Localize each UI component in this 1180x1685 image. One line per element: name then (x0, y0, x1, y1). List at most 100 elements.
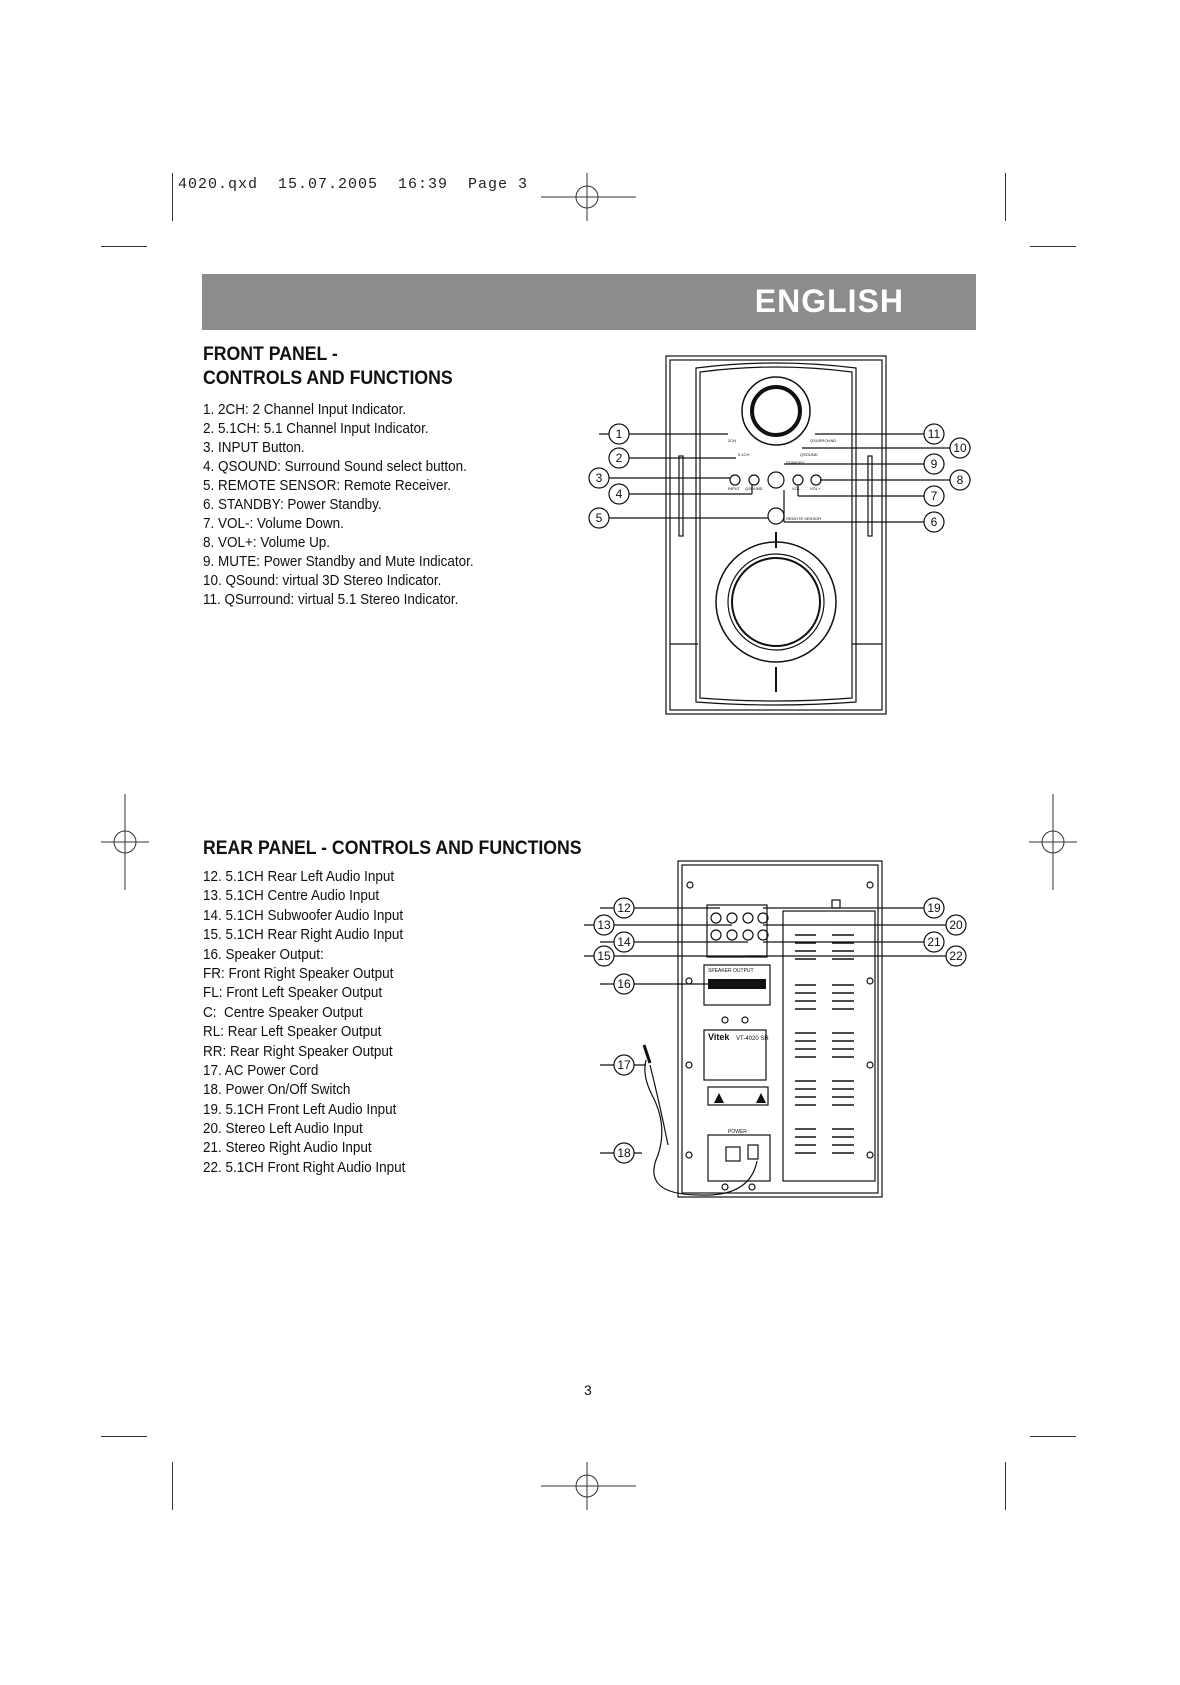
list-item: 13. 5.1CH Centre Audio Input (203, 888, 380, 905)
svg-text:18: 18 (617, 1146, 631, 1160)
svg-text:20: 20 (949, 918, 963, 932)
svg-text:13: 13 (597, 918, 611, 932)
svg-text:1: 1 (616, 427, 623, 441)
callout-19: 19 (923, 897, 945, 919)
callout-21: 21 (923, 931, 945, 953)
list-item: 7. VOL-: Volume Down. (203, 516, 344, 532)
list-item: 1. 2CH: 2 Channel Input Indicator. (203, 402, 407, 418)
svg-text:21: 21 (927, 935, 941, 949)
model-label: VT-4020 SR (736, 1036, 769, 1042)
svg-text:QSOUND: QSOUND (745, 486, 763, 491)
callout-17: 17 (613, 1054, 635, 1076)
svg-text:8: 8 (957, 473, 964, 487)
svg-text:9: 9 (931, 457, 938, 471)
callout-10: 10 (949, 437, 971, 459)
svg-text:5: 5 (596, 511, 603, 525)
list-item: 18. Power On/Off Switch (203, 1082, 351, 1099)
rear-callout-group: 12 13 14 15 16 17 18 19 20 21 22 (593, 897, 967, 1164)
callout-3: 3 (588, 467, 610, 489)
list-item: C: Centre Speaker Output (203, 1004, 363, 1021)
callout-9: 9 (923, 453, 945, 475)
list-item: 21. Stereo Right Audio Input (203, 1140, 372, 1157)
svg-text:QSURROUND: QSURROUND (810, 438, 836, 443)
svg-text:14: 14 (617, 935, 631, 949)
callout-7: 7 (923, 485, 945, 507)
svg-text:6: 6 (931, 515, 938, 529)
list-item: RL: Rear Left Speaker Output (203, 1024, 382, 1041)
list-item: 6. STANDBY: Power Standby. (203, 497, 382, 513)
svg-text:5.1CH: 5.1CH (738, 452, 749, 457)
list-item: 2. 5.1CH: 5.1 Channel Input Indicator. (203, 421, 429, 437)
callout-13: 13 (593, 914, 615, 936)
svg-text:2: 2 (616, 451, 623, 465)
svg-text:7: 7 (931, 489, 938, 503)
svg-text:22: 22 (949, 949, 963, 963)
callout-22: 22 (945, 945, 967, 967)
rear-panel-list: 12. 5.1CH Rear Left Audio Input 13. 5.1C… (203, 868, 405, 1178)
callout-4: 4 (608, 483, 630, 505)
list-item: 5. REMOTE SENSOR: Remote Receiver. (203, 478, 452, 494)
list-item: 15. 5.1CH Rear Right Audio Input (203, 927, 404, 944)
svg-text:12: 12 (617, 901, 631, 915)
brand-label: Vitek (708, 1032, 730, 1042)
svg-text:REMOTE SENSOR: REMOTE SENSOR (786, 516, 821, 521)
list-item: RR: Rear Right Speaker Output (203, 1043, 393, 1060)
list-item: FL: Front Left Speaker Output (203, 985, 383, 1002)
list-item: 19. 5.1CH Front Left Audio Input (203, 1101, 397, 1118)
svg-text:VOL+: VOL+ (810, 486, 821, 491)
list-item: 22. 5.1CH Front Right Audio Input (203, 1159, 406, 1176)
list-item: 9. MUTE: Power Standby and Mute Indicato… (203, 554, 474, 570)
front-heading-line2: CONTROLS AND FUNCTIONS (203, 368, 453, 389)
list-item: 17. AC Power Cord (203, 1062, 319, 1079)
svg-text:VOL-: VOL- (792, 486, 802, 491)
list-item: 14. 5.1CH Subwoofer Audio Input (203, 907, 404, 924)
list-item: 10. QSound: virtual 3D Stereo Indicator. (203, 573, 442, 589)
svg-text:16: 16 (617, 977, 631, 991)
front-heading-line1: FRONT PANEL - (203, 344, 338, 365)
front-panel-list: 1. 2CH: 2 Channel Input Indicator. 2. 5.… (203, 401, 474, 610)
list-item: 8. VOL+: Volume Up. (203, 535, 331, 551)
callout-18: 18 (613, 1142, 635, 1164)
language-banner: ENGLISH (202, 274, 976, 330)
list-item: 20. Stereo Left Audio Input (203, 1121, 363, 1138)
svg-text:3: 3 (596, 471, 603, 485)
callout-2: 2 (608, 447, 630, 469)
callout-8: 8 (949, 469, 971, 491)
callout-20: 20 (945, 914, 967, 936)
svg-text:19: 19 (927, 901, 941, 915)
svg-text:INPUT: INPUT (728, 486, 741, 491)
speaker-output-label: SPEAKER OUTPUT (708, 968, 754, 974)
callout-12: 12 (613, 897, 635, 919)
callout-1: 1 (608, 423, 630, 445)
language-label: ENGLISH (754, 283, 904, 319)
callout-15: 15 (593, 945, 615, 967)
list-item: 4. QSOUND: Surround Sound select button. (203, 459, 467, 475)
callout-6: 6 (923, 511, 945, 533)
svg-text:11: 11 (928, 427, 941, 441)
list-item: 12. 5.1CH Rear Left Audio Input (203, 869, 395, 885)
callout-5: 5 (588, 507, 610, 529)
svg-text:STANDBY: STANDBY (786, 460, 805, 465)
list-item: 3. INPUT Button. (203, 440, 305, 456)
front-panel-diagram: 2CH 5.1CH INPUT QSOUND VOL- VOL+ REMOTE SEN… (588, 355, 971, 715)
rear-panel-heading: REAR PANEL - CONTROLS AND FUNCTIONS (203, 838, 582, 859)
page-number: 3 (584, 1382, 592, 1398)
callout-11: 11 (923, 423, 945, 445)
svg-text:17: 17 (617, 1058, 631, 1072)
power-label: POWER (728, 1129, 747, 1135)
front-panel-heading: FRONT PANEL - CONTROLS AND FUNCTIONS (203, 343, 453, 391)
svg-text:2CH: 2CH (728, 438, 736, 443)
print-slug: 4020.qxd 15.07.2005 16:39 Page 3 (178, 176, 529, 193)
list-item: FR: Front Right Speaker Output (203, 965, 394, 982)
svg-text:15: 15 (597, 949, 611, 963)
list-item: 11. QSurround: virtual 5.1 Stereo Indica… (203, 592, 459, 608)
list-item: 16. Speaker Output: (203, 946, 324, 963)
svg-text:10: 10 (953, 441, 967, 455)
rear-panel-diagram: SPEAKER OUTPUT Vitek VT-4020 SR POWER 12… (584, 860, 967, 1198)
svg-text:QSOUND: QSOUND (800, 452, 818, 457)
svg-text:4: 4 (616, 487, 623, 501)
callout-16: 16 (613, 973, 635, 995)
callout-14: 14 (613, 931, 635, 953)
